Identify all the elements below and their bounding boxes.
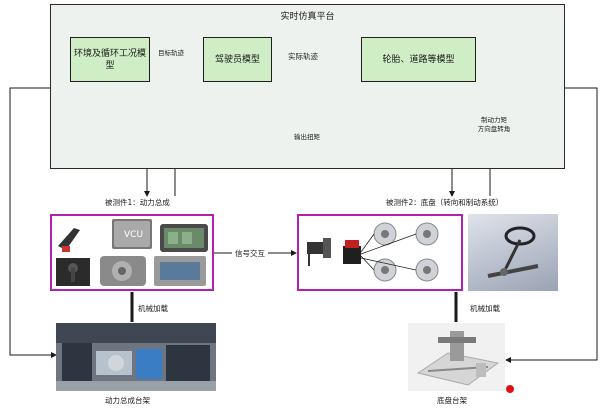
chassis-components-panel <box>297 214 463 291</box>
bench-right-label: 底盘台架 <box>437 396 467 405</box>
tire-model-box: 轮胎、道路等模型 <box>361 37 476 82</box>
arrow-right-loop <box>505 87 598 363</box>
powertrain-bench-photo <box>56 323 216 391</box>
mech-load-left-label: 机械加载 <box>138 304 168 313</box>
powertrain-components-image: VCU <box>56 219 208 286</box>
brake-steer-label: 制动力矩 方向盘转角 <box>474 116 514 134</box>
env-model-label: 环境及循环工况模型 <box>73 48 146 71</box>
mech-load-right-label: 机械加载 <box>470 304 500 313</box>
chassis-components-image <box>307 222 439 282</box>
dut2-title: 被测件2：底盘（转向和制动系统） <box>386 198 504 207</box>
target-track-label: 目标轨迹 <box>158 49 184 57</box>
driver-model-label: 驾驶员模型 <box>214 54 260 65</box>
powertrain-bench-image <box>56 323 216 391</box>
driver-model-box: 驾驶员模型 <box>203 37 272 82</box>
pedal-icon <box>58 228 80 250</box>
env-model-box: 环境及循环工况模型 <box>70 37 150 82</box>
chassis-bench-photo <box>408 323 505 391</box>
steering-system-photo <box>468 214 558 291</box>
simulation-platform <box>50 4 565 169</box>
abs-unit-icon <box>343 246 361 264</box>
brake-torque-label: 制动力矩 <box>481 116 507 124</box>
steering-system-image <box>487 226 539 278</box>
chassis-bench-image <box>416 331 500 386</box>
output-torque-label: 输出扭矩 <box>294 133 320 141</box>
bench-left-label: 动力总成台架 <box>105 396 150 405</box>
dut1-title: 被测件1：动力总成 <box>105 198 170 207</box>
brake-disc-icons <box>373 222 439 282</box>
record-dot <box>506 385 514 393</box>
platform-title: 实时仿真平台 <box>280 12 335 22</box>
actual-track-label: 实际轨迹 <box>287 51 319 62</box>
powertrain-components-panel: VCU <box>50 214 214 291</box>
steering-angle-label: 方向盘转角 <box>477 125 511 133</box>
vcu-text: VCU <box>124 230 143 240</box>
signal-exchange-label: 信号交互 <box>232 248 268 259</box>
brake-booster-icon <box>307 242 325 254</box>
tire-model-label: 轮胎、道路等模型 <box>382 54 455 65</box>
arrow-left-loop <box>9 87 57 358</box>
